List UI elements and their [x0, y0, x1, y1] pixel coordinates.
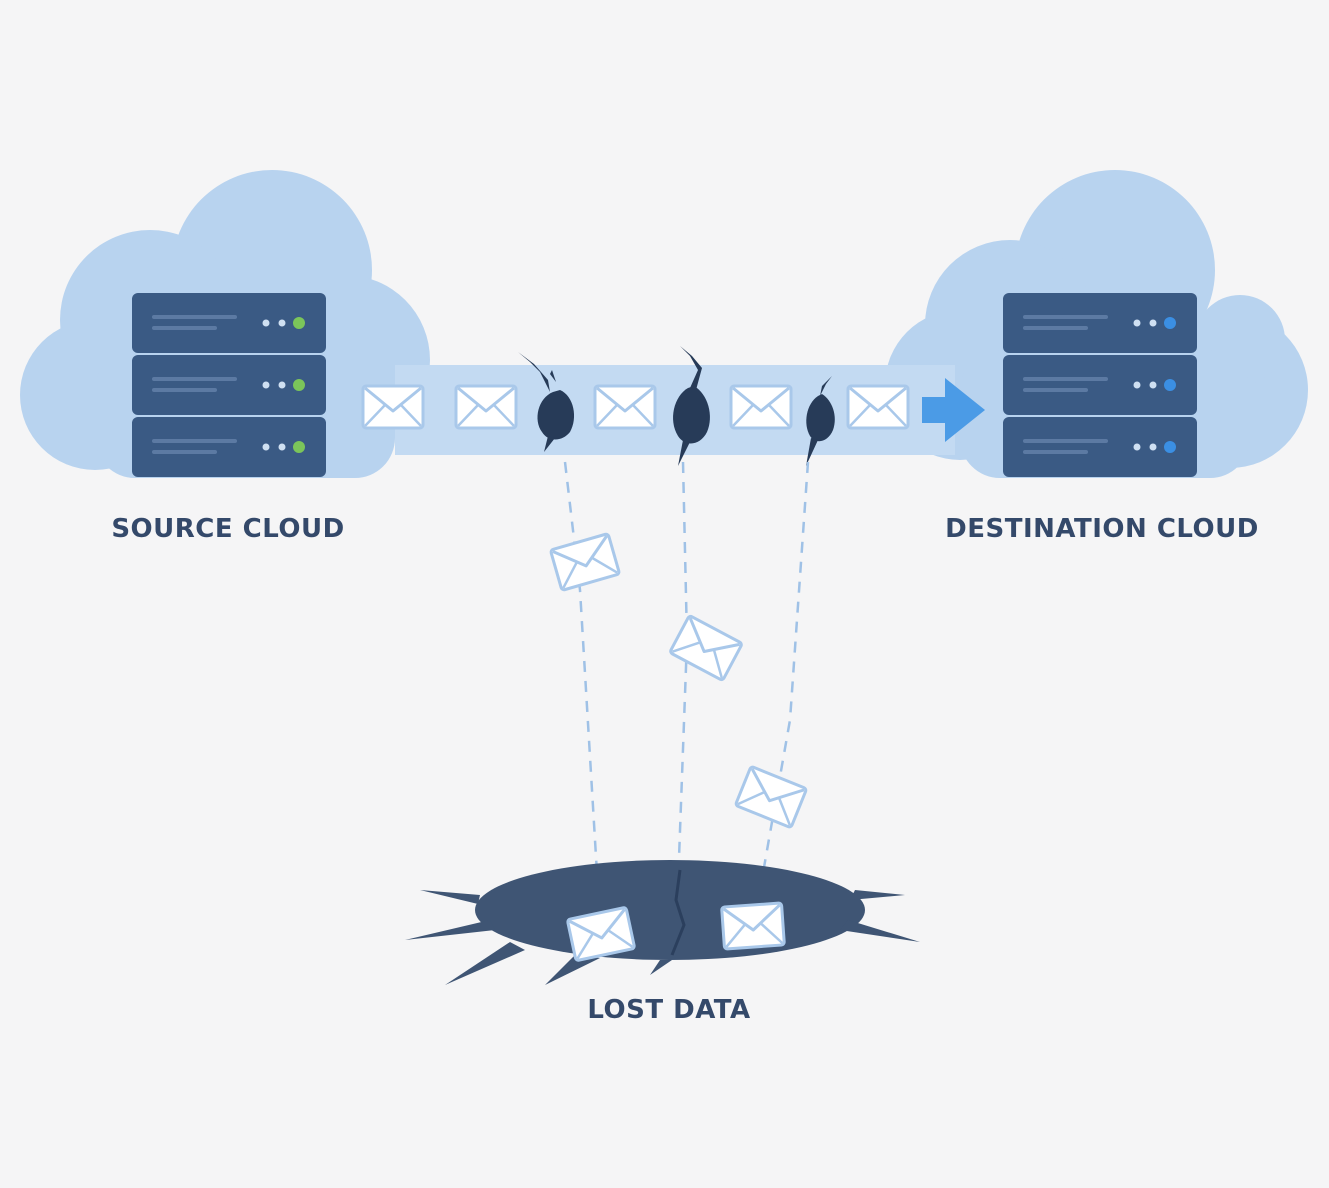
envelope-icon: [593, 384, 657, 430]
destination-cloud-label: DESTINATION CLOUD: [945, 514, 1259, 544]
hole-crack: [670, 869, 686, 956]
source-server-unit-1: [132, 293, 326, 353]
pipe-breach-2: [673, 346, 710, 466]
envelope-icon: [729, 384, 793, 430]
destination-server-rack-icon: [1003, 293, 1197, 477]
pipe-breach-1: [518, 352, 575, 452]
pipe-breach-3: [806, 376, 835, 466]
envelope-icon: [846, 384, 910, 430]
arrow-right-icon: [922, 378, 985, 442]
source-server-unit-2: [132, 355, 326, 415]
lost-data-hole: [405, 860, 920, 985]
destination-server-unit-1: [1003, 293, 1197, 353]
destination-server-unit-3: [1003, 417, 1197, 477]
source-cloud-label: SOURCE CLOUD: [111, 514, 344, 544]
lost-envelope-icon: [720, 901, 786, 951]
fall-trajectory-lines: [563, 461, 810, 941]
falling-envelope-icon: [668, 613, 744, 683]
source-server-rack-icon: [132, 293, 326, 477]
envelope-icon: [361, 384, 425, 430]
source-server-unit-3: [132, 417, 326, 477]
envelope-icon: [454, 384, 518, 430]
falling-envelope-icon: [733, 764, 809, 830]
lost-data-label: LOST DATA: [587, 995, 750, 1025]
falling-envelope-icon: [548, 532, 622, 592]
destination-server-unit-2: [1003, 355, 1197, 415]
